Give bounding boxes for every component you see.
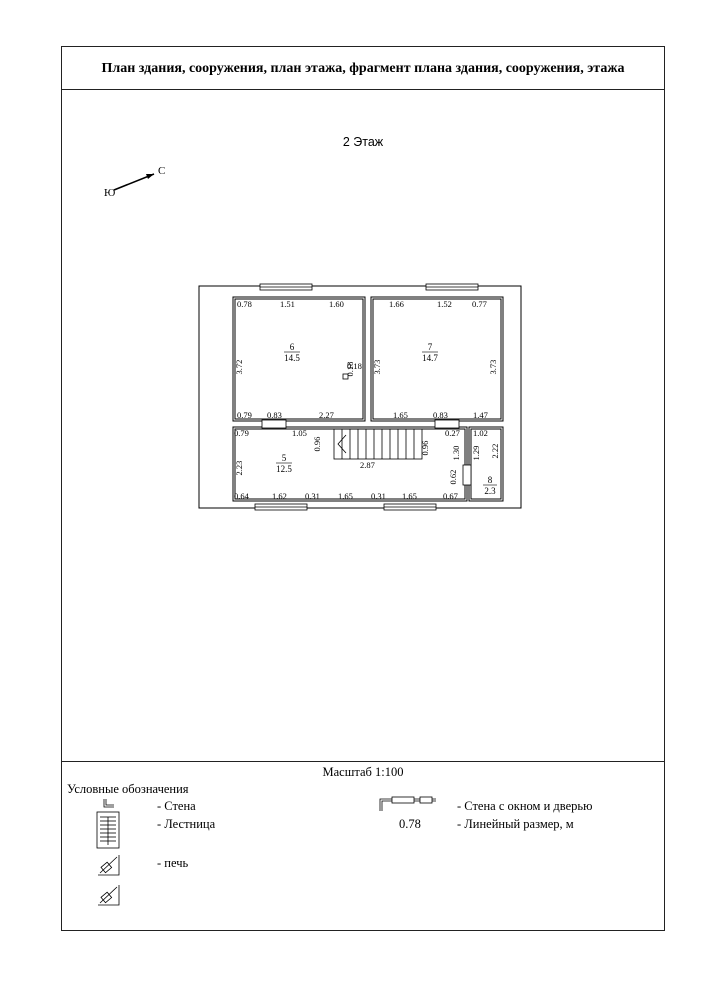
floor-label: 2 Этаж [342, 135, 384, 149]
room-area: 14.7 [422, 353, 438, 363]
sheet-frame: План здания, сооружения, план этажа, фра… [61, 46, 665, 931]
dimension-label: 1.66 [389, 299, 404, 309]
dimension-label: 0.83 [267, 410, 282, 420]
legend-stairs-label: - Лестница [157, 817, 216, 831]
legend-sample-dimension: 0.78 [399, 817, 421, 831]
dimension-label: 3.73 [488, 360, 498, 375]
wall-window-door-legend-icon [379, 796, 436, 811]
door [261, 419, 472, 486]
floor-plan: С Ю [96, 165, 522, 906]
sheet-title: План здания, сооружения, план этажа, фра… [62, 47, 664, 90]
dimension-label: 3.72 [234, 360, 244, 375]
stove-legend-icon [98, 885, 120, 906]
dimension-label: 2.23 [234, 461, 244, 476]
dimension-label: 1.60 [329, 299, 344, 309]
legend-stove-label: - печь [157, 856, 189, 870]
room-number: 7 [428, 342, 433, 352]
legend-title: Условные обозначения [67, 782, 189, 796]
room-area: 14.5 [284, 353, 300, 363]
room-8 [468, 426, 504, 502]
scale-label: Масштаб 1:100 [62, 761, 664, 779]
room-area: 2.3 [484, 486, 496, 496]
stove-legend-icon [98, 855, 120, 876]
dimension-label: 1.52 [437, 299, 452, 309]
compass-arrow: С Ю [104, 165, 165, 199]
dimension-label: 1.29 [471, 446, 481, 461]
room-number: 6 [290, 342, 295, 352]
wall-legend-icon [103, 799, 114, 808]
dimension-label: 1.47 [473, 410, 488, 420]
dimension-label: 0.31 [371, 491, 386, 501]
room-number: 5 [282, 453, 287, 463]
dimension-label: 0.78 [237, 299, 252, 309]
dimension-label: 1.02 [473, 428, 488, 438]
dimension-label: 0.64 [234, 491, 250, 501]
dimension-label: 0.79 [234, 428, 249, 438]
dimension-label: 0.67 [443, 491, 458, 501]
dimension-label: 0.62 [448, 470, 458, 485]
legend-linear-size-label: - Линейный размер, м [457, 817, 574, 831]
column [342, 373, 349, 380]
dimension-label: 0.27 [445, 428, 460, 438]
building-outline [198, 285, 522, 509]
compass-north-label: С [158, 165, 165, 177]
room-6 [232, 296, 366, 422]
dimension-label: 1.65 [393, 410, 408, 420]
dimension-label: 0.18 [347, 361, 362, 371]
dimension-label: 0.79 [237, 410, 252, 420]
dimension-label: 0.18 [345, 362, 355, 377]
staircase [333, 428, 423, 460]
stairs-legend-icon [96, 811, 120, 849]
dimension-label: 2.27 [319, 410, 334, 420]
window [254, 283, 479, 511]
dimension-label: 0.83 [433, 410, 448, 420]
dimension-label: 1.62 [272, 491, 287, 501]
dimension-label: 0.96 [312, 437, 322, 452]
dimension-label: 3.73 [372, 360, 382, 375]
dimension-label: 1.30 [451, 446, 461, 461]
dimension-label: 2.87 [360, 460, 375, 470]
dimension-label: 0.31 [305, 491, 320, 501]
dimension-label: 0.96 [420, 441, 430, 456]
legend-wall-window-door-label: - Стена с окном и дверью [457, 799, 593, 813]
compass-south-label: Ю [104, 187, 115, 199]
dimension-label: 1.65 [402, 491, 417, 501]
dimension-label: 1.51 [280, 299, 295, 309]
room-area: 12.5 [276, 464, 292, 474]
legend-wall-label: - Стена [157, 799, 196, 813]
dimension-label: 1.05 [292, 428, 307, 438]
room-number: 8 [488, 475, 493, 485]
dimension-label: 2.22 [490, 444, 500, 459]
dimension-label: 0.77 [472, 299, 487, 309]
dimension-label: 1.65 [338, 491, 353, 501]
